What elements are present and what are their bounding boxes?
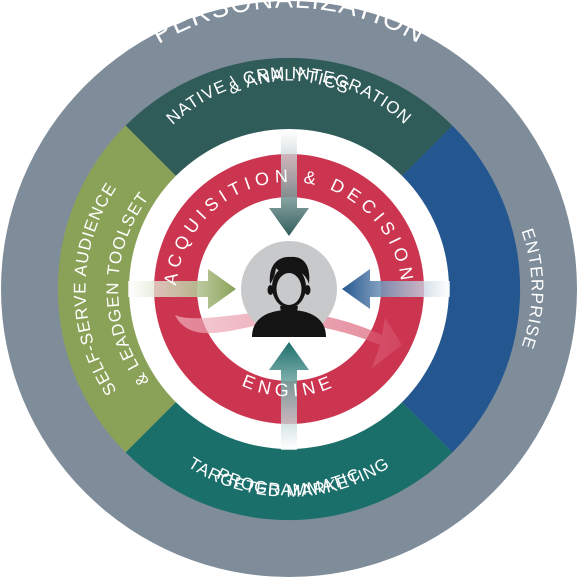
ring-swirl-highlight [175,311,402,368]
user-avatar-icon [252,256,326,337]
arrow-left [342,269,450,309]
arrow-up [269,342,309,450]
arrow-right [128,269,236,309]
arrow-down [269,130,309,236]
